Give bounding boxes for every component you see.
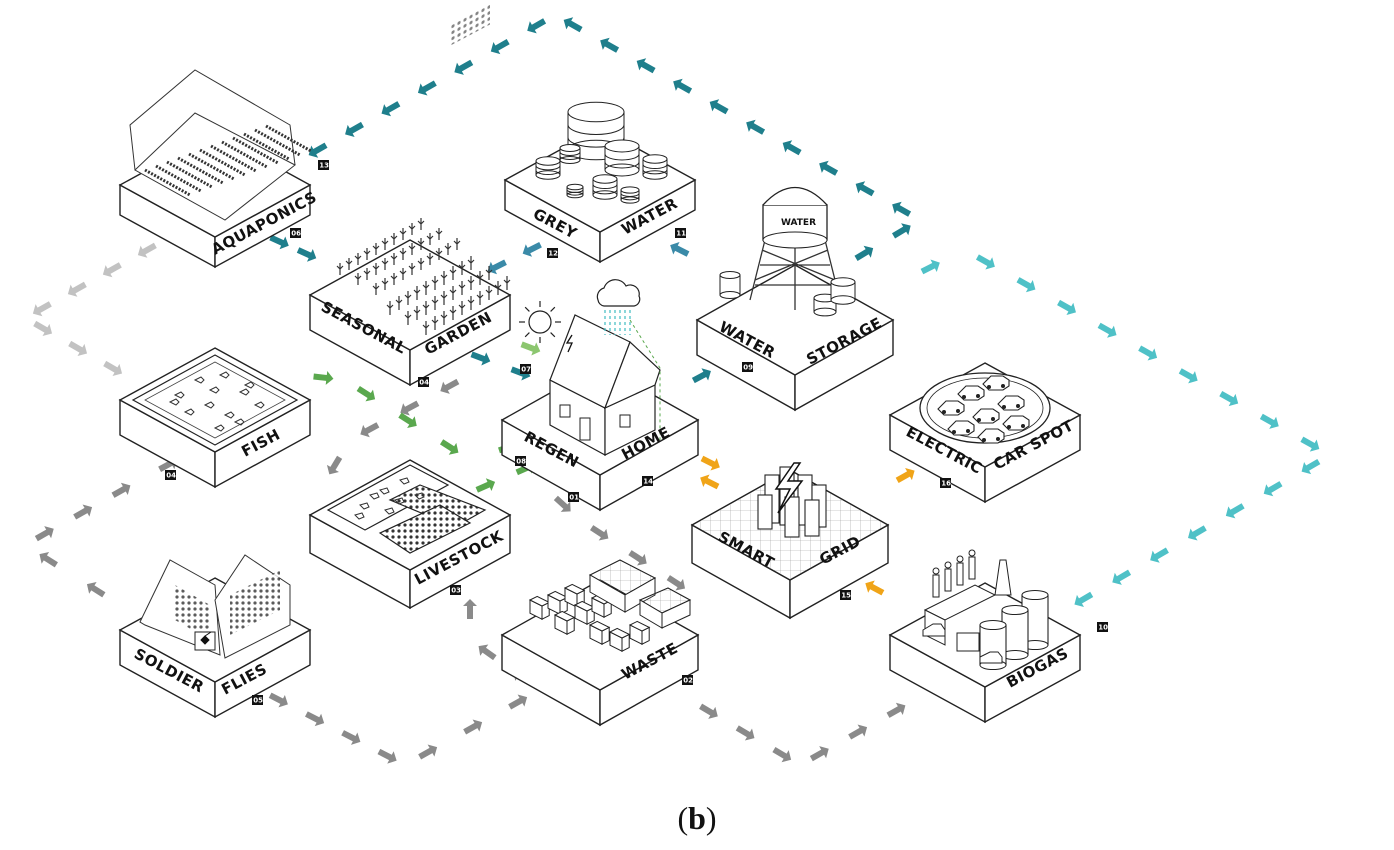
- svg-text:13: 13: [319, 162, 329, 170]
- svg-text:15: 15: [841, 592, 851, 600]
- step-number-badge: 10: [1097, 622, 1108, 632]
- svg-text:11: 11: [676, 230, 686, 238]
- fly-house-icon: [139, 554, 291, 659]
- step-number-badge: 15: [840, 590, 851, 600]
- house-icon: [519, 279, 661, 664]
- step-number-badge: 04: [165, 470, 176, 480]
- step-number-badge: 14: [642, 476, 653, 486]
- step-number-badge: 06: [290, 228, 301, 238]
- svg-text:07: 07: [521, 366, 531, 374]
- flow-home-to-waste: [553, 495, 686, 591]
- flow-greywater-to-garden: [487, 242, 542, 275]
- greenhouse-icon: [129, 69, 312, 221]
- water-tank-label: WATER: [781, 218, 816, 228]
- step-number-badge: 07: [520, 364, 531, 374]
- svg-text:08: 08: [516, 458, 526, 466]
- svg-text:10: 10: [1098, 624, 1108, 632]
- biogas-plant-icon: [922, 549, 1049, 671]
- svg-text:02: 02: [683, 677, 693, 685]
- svg-text:06: 06: [291, 230, 301, 238]
- flow-grid-to-car: [895, 467, 915, 484]
- svg-text:01: 01: [569, 494, 579, 502]
- lightning-icon: [690, 462, 890, 581]
- svg-text:03: 03: [451, 587, 461, 595]
- step-number-badge: 09: [742, 362, 753, 372]
- step-number-badge: 13: [318, 160, 329, 170]
- bins-icon: [528, 559, 692, 653]
- step-number-badge: 16: [940, 478, 951, 488]
- rain-cloud-icon: [596, 279, 661, 440]
- step-number-badge: 03: [450, 585, 461, 595]
- water-tower-icon: WATER: [719, 186, 856, 317]
- flow-aquaponics-to-fish: [32, 242, 157, 377]
- flow-arrows: [32, 17, 1321, 764]
- fish-pond-icon: [131, 354, 299, 446]
- step-number-badge: 04: [418, 377, 429, 387]
- step-number-badge: 05: [252, 695, 263, 705]
- svg-text:04: 04: [166, 472, 176, 480]
- flow-home-to-grid: [700, 455, 720, 471]
- flow-garden-to-livestock: [326, 378, 460, 475]
- flow-biogas-to-grid: [865, 580, 885, 596]
- step-number-badge: 01: [568, 492, 579, 502]
- svg-text:16: 16: [941, 480, 951, 488]
- step-number-badge: 12: [547, 248, 558, 258]
- flow-biogas-to-storage: [920, 254, 1321, 607]
- flow-fish-to-home: [313, 370, 518, 455]
- svg-text:09: 09: [743, 364, 753, 372]
- plants-icon: [336, 4, 511, 335]
- barrels-icon: [535, 101, 668, 204]
- flow-storage-to-greywater: [670, 241, 690, 257]
- svg-text:14: 14: [643, 478, 653, 486]
- flow-aquaponics-to-garden: [269, 234, 317, 262]
- svg-text:05: 05: [253, 697, 263, 705]
- step-number-badge: 11: [675, 228, 686, 238]
- flow-storage-to-aquaponics: [308, 17, 912, 261]
- svg-text:04: 04: [419, 379, 429, 387]
- flow-grid-to-home: [700, 474, 720, 490]
- flow-flies-to-waste: [268, 692, 528, 764]
- figure-caption: (b): [677, 800, 717, 836]
- sun-icon: [519, 301, 561, 343]
- step-number-badge: 02: [682, 675, 693, 685]
- livestock-pens-icon: [326, 464, 487, 554]
- cars-icon: [919, 372, 1051, 444]
- svg-text:12: 12: [548, 250, 558, 258]
- flow-waste-to-biogas: [699, 702, 906, 763]
- step-number-badge: 08: [515, 456, 526, 466]
